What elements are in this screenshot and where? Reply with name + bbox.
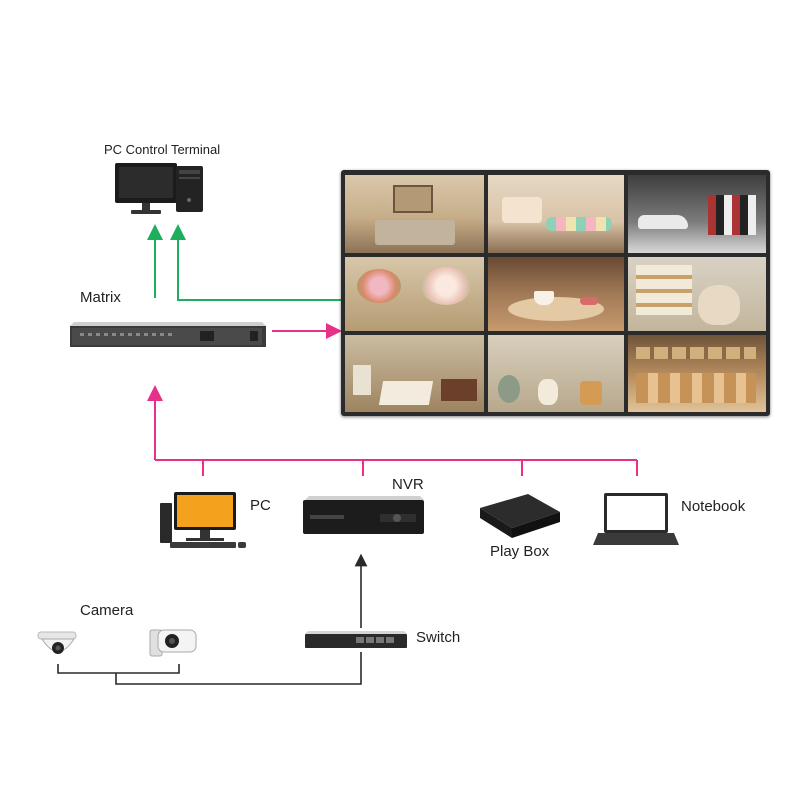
dome-camera-icon xyxy=(37,631,77,654)
pc-control-terminal-label: PC Control Terminal xyxy=(104,142,221,157)
switch-label: Switch xyxy=(416,629,461,646)
camera-label: Camera xyxy=(80,602,134,619)
wall-tile-bakery-shelves xyxy=(628,335,766,412)
play-box-label: Play Box xyxy=(490,543,550,560)
wall-tile-cafe xyxy=(488,257,624,331)
wall-tile-flower-shop xyxy=(345,257,484,331)
wall-tile-living-room xyxy=(345,175,484,253)
network-switch-icon xyxy=(305,631,407,648)
play-box-icon xyxy=(480,494,560,538)
notebook-label: Notebook xyxy=(681,498,746,515)
green-link-2 xyxy=(170,224,341,301)
matrix-label: Matrix xyxy=(80,289,121,306)
camera-bus xyxy=(57,664,180,674)
wall-tile-pet-shop-cat xyxy=(628,257,766,331)
pc-icon xyxy=(160,492,246,548)
pc-label: PC xyxy=(250,497,271,514)
wall-tile-sneaker-store xyxy=(628,175,766,253)
bullet-camera-icon xyxy=(149,629,197,657)
nvr-label: NVR xyxy=(392,476,424,493)
connectors xyxy=(57,224,638,685)
wall-tile-home-decor xyxy=(488,335,624,412)
pc-control-terminal-icon xyxy=(115,163,203,214)
nvr-icon xyxy=(303,496,424,534)
matrix-switcher-icon xyxy=(70,322,266,347)
laptop-icon xyxy=(593,493,679,545)
video-wall xyxy=(341,170,770,416)
wall-tile-cake-display xyxy=(488,175,624,253)
wall-tile-stationery xyxy=(345,335,484,412)
